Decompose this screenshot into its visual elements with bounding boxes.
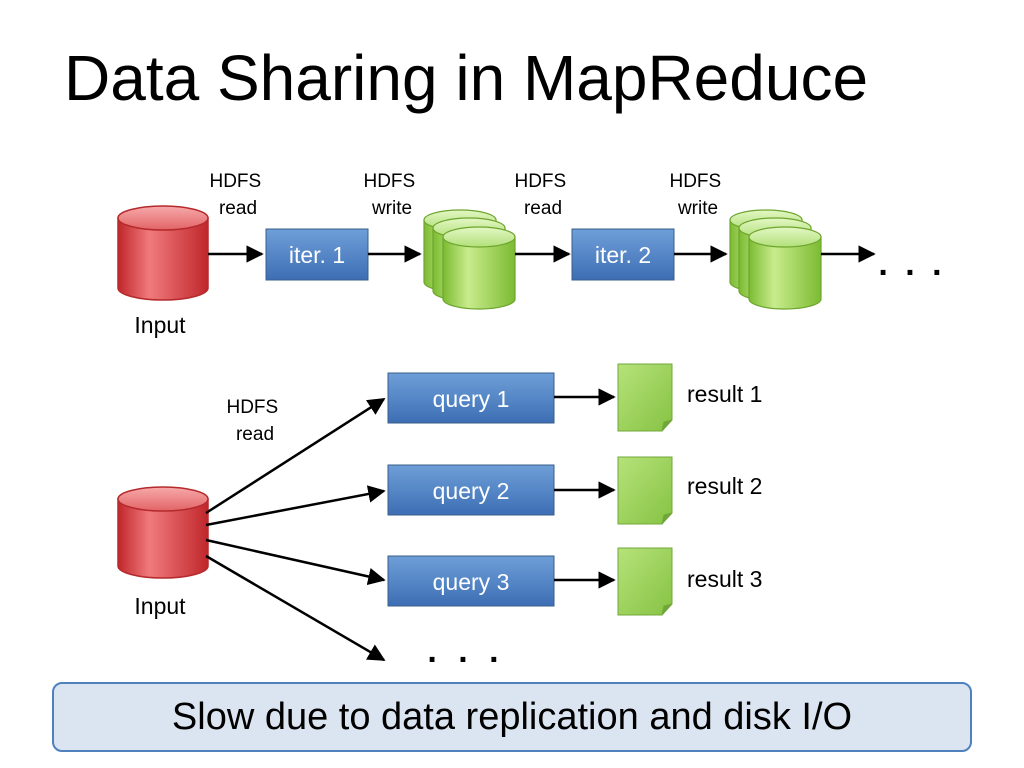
mapreduce-diagram: HDFS read HDFS write HDFS read HDFS writ… (117, 171, 945, 670)
stacked-cylinders-icon (729, 209, 822, 310)
hdfs-read-label-1: HDFS read (209, 171, 266, 219)
hdfs-read-label-queries: HDFS read (226, 397, 283, 445)
iter-2-box: iter. 2 (571, 228, 675, 281)
result-2-label: result 2 (687, 473, 762, 499)
iter-ellipsis: . . . (878, 245, 945, 283)
iter-1-label: iter. 1 (289, 242, 345, 268)
query-3-box: query 3 (387, 555, 555, 607)
arrow-to-query2 (205, 485, 386, 527)
query-2-label: query 2 (433, 478, 510, 504)
database-cylinder-icon (117, 205, 209, 301)
arrow-to-query1 (205, 397, 386, 515)
hdfs-write-label-2: HDFS write (669, 171, 726, 219)
result-1-label: result 1 (687, 381, 762, 407)
conclusion-text: Slow due to data replication and disk I/… (171, 695, 853, 738)
arrow-to-more-queries (205, 554, 386, 662)
query-1-label: query 1 (433, 386, 510, 412)
database-cylinder-icon (117, 486, 209, 579)
conclusion-banner: Slow due to data replication and disk I/… (52, 682, 972, 752)
document-icon (617, 456, 673, 525)
iter-1-box: iter. 1 (265, 228, 369, 281)
input-label-bottom: Input (134, 593, 186, 619)
result-3-label: result 3 (687, 566, 762, 592)
query-1-box: query 1 (387, 372, 555, 424)
hdfs-write-label-1: HDFS write (363, 171, 420, 219)
stacked-cylinders-icon (423, 209, 516, 310)
iter-2-label: iter. 2 (595, 242, 651, 268)
document-icon (617, 547, 673, 616)
query-ellipsis: . . . (427, 632, 504, 670)
query-3-label: query 3 (433, 569, 510, 595)
arrow-to-query3 (205, 538, 386, 586)
document-icon (617, 363, 673, 432)
input-label-top: Input (134, 312, 186, 338)
hdfs-read-label-2: HDFS read (514, 171, 571, 219)
query-2-box: query 2 (387, 464, 555, 516)
slide-title: Data Sharing in MapReduce (64, 42, 869, 114)
